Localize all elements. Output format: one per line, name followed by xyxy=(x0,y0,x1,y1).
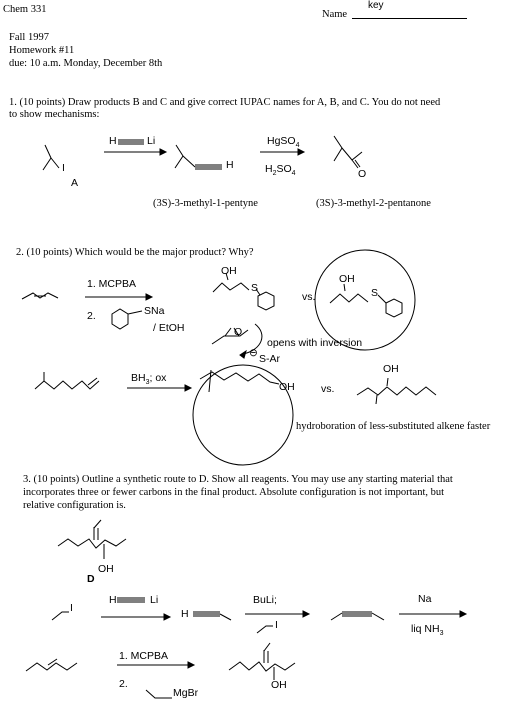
q2-oh-circled: OH xyxy=(339,273,355,285)
q3-oh-D: OH xyxy=(98,563,114,575)
q3-iodide2-I: I xyxy=(275,619,278,631)
q1-structure-C xyxy=(333,135,363,169)
q3-buli: BuLi; xyxy=(253,594,277,606)
q2-diene xyxy=(34,380,100,390)
q3-hexyne xyxy=(330,611,385,621)
q3-mcpba: 1. MCPBA xyxy=(119,650,169,662)
course-title: Chem 331 xyxy=(3,4,47,15)
q2-step2: 2. xyxy=(87,310,96,322)
q1-label-A: A xyxy=(71,177,79,189)
q1-name-B: (3S)-3-methyl-1-pentyne xyxy=(153,198,258,209)
q3-trans-hexene xyxy=(25,662,78,672)
q1-name-C: (3S)-3-methyl-2-pentanone xyxy=(316,198,431,209)
q1-hgso4: HgSO4 xyxy=(267,135,300,150)
q1-reagent-Li: Li xyxy=(147,135,156,147)
q2-step1: 1. MCPBA xyxy=(87,278,137,290)
q3-structure-D xyxy=(57,519,127,559)
q3-mgbr: MgBr xyxy=(173,687,199,699)
q3-grignard xyxy=(145,689,172,699)
q2-vs: vs. xyxy=(302,291,316,303)
name-label: Name xyxy=(322,9,348,20)
q1-reagent-triple xyxy=(118,139,144,145)
q2-epoxide xyxy=(211,323,263,359)
q3-prompt-line1: 3. (10 points) Outline a synthetic route… xyxy=(23,474,453,485)
term: Fall 1997 xyxy=(9,32,49,43)
q1-ketone-O: O xyxy=(358,168,367,180)
q1-structure-B xyxy=(174,144,222,170)
q2-s-left: S xyxy=(251,282,259,294)
q3-iodoethane xyxy=(51,611,69,621)
homework-number: Homework #11 xyxy=(9,45,75,56)
q1-iodide-I: I xyxy=(62,162,65,174)
q2-alkene xyxy=(21,292,59,300)
q2-alt-chain xyxy=(356,386,437,396)
q2-oh-left: OH xyxy=(221,265,237,277)
q3-final-product xyxy=(228,642,296,680)
q2-etoh: / EtOH xyxy=(153,322,185,334)
q2-sar: S-Ar xyxy=(259,353,280,365)
q3-reagent-Li: Li xyxy=(150,594,159,606)
q2-circle-answer xyxy=(314,249,416,351)
q1-h2so4: H2SO4 xyxy=(265,163,296,178)
q2-s-circled: S xyxy=(371,287,379,299)
q2-sna: SNa xyxy=(144,305,165,317)
name-field xyxy=(352,18,467,19)
q3-oh-final: OH xyxy=(271,679,287,691)
q3-prompt-line3: relative configuration is. xyxy=(23,500,126,511)
key-handwritten: key xyxy=(368,0,384,11)
q3-na: Na xyxy=(418,593,432,605)
q2-product-left xyxy=(212,272,275,311)
q2-minus-sign: ⊖ xyxy=(249,347,258,359)
q3-liq-nh3: liq NH3 xyxy=(411,623,444,638)
q2-epoxide-O: O xyxy=(234,326,243,338)
q2-reagent-ring xyxy=(111,308,129,330)
q1-reagent-H: H xyxy=(109,135,117,147)
q3-prompt-line2: incorporates three or fewer carbons in t… xyxy=(23,487,445,498)
q2-prompt: 2. (10 points) Which would be the major … xyxy=(16,247,254,258)
q1-prompt-line1: 1. (10 points) Draw products B and C and… xyxy=(9,97,441,108)
q3-label-D: D xyxy=(87,573,95,585)
q1-product-H: H xyxy=(226,159,234,171)
q2-opens-inversion: opens with inversion xyxy=(267,337,363,349)
q2-boration-chain xyxy=(199,371,280,385)
q2-product-circled xyxy=(329,283,403,318)
q3-propyne xyxy=(193,611,232,621)
q2-oh-boration: OH xyxy=(279,381,295,393)
q3-iodide-I: I xyxy=(70,602,73,614)
q3-reagent-H: H xyxy=(109,594,117,606)
q2-bh3: BH3; ox xyxy=(131,372,167,387)
q2-hydroboration-note: hydroboration of less-substituted alkene… xyxy=(296,421,491,432)
q1-prompt-line2: to show mechanisms: xyxy=(9,109,100,120)
q2-vs2: vs. xyxy=(321,383,335,395)
q1-structure-A xyxy=(42,144,60,171)
q3-step2: 2. xyxy=(119,678,128,690)
q3-reagent-triple xyxy=(117,597,145,603)
q1-arrow-1-head xyxy=(159,148,168,156)
q2-circle-hydroboration xyxy=(192,364,294,466)
q2-oh-alt: OH xyxy=(383,363,399,375)
due-date: due: 10 a.m. Monday, December 8th xyxy=(9,58,163,69)
q3-propyne-H: H xyxy=(181,608,189,620)
